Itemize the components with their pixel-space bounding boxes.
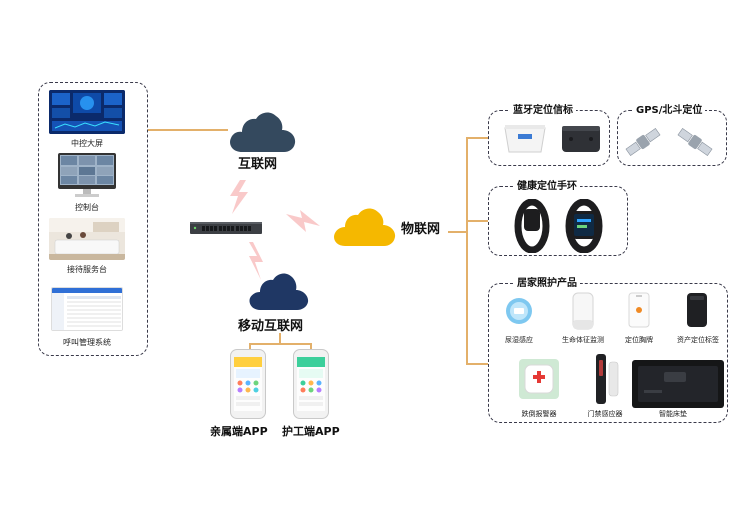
satellite-icon (625, 127, 661, 157)
fall-alarm-icon (519, 359, 559, 399)
home-item-label-wetness: 尿湿感应 (505, 336, 533, 344)
door-sensor-icon (596, 354, 619, 404)
home-item-label-fall-alarm: 跌倒报警器 (521, 410, 557, 418)
home-item-label-door-sensor: 门禁感应器 (587, 410, 623, 418)
clients-panel (38, 82, 148, 356)
connector-mobile-phones-h (249, 343, 311, 345)
network-switch-icon (190, 222, 262, 234)
client-label-big-screen: 中控大屏 (71, 139, 103, 148)
lightning-icon (286, 210, 320, 232)
big-screen-thumbnail (49, 90, 125, 134)
caregiver-app-phone (293, 349, 329, 419)
internet-label: 互联网 (238, 157, 278, 172)
home-item-label-mattress: 智能床垫 (659, 410, 687, 418)
caregiver-app-label: 护工端APP (282, 425, 340, 438)
asset-tag-icon (687, 293, 707, 327)
connector-mobile-phones (279, 333, 281, 343)
health-wristband-group (488, 186, 628, 256)
family-app-phone (230, 349, 266, 419)
health-group-title: 健康定位手环 (514, 177, 580, 192)
iot-label: 物联网 (401, 222, 441, 237)
internet-cloud-icon (230, 112, 296, 152)
call-management-thumbnail (51, 287, 123, 331)
reception-desk-thumbnail (49, 218, 125, 260)
smartwatch-icon (565, 199, 603, 253)
mobile-internet-label: 移动互联网 (238, 319, 304, 334)
connector-mobile-phone-left (249, 343, 251, 349)
home-item-label-vital-signs: 生命体征监测 (562, 336, 604, 344)
lightning-icon (230, 180, 248, 214)
connector-trunk (466, 137, 468, 364)
beacon-black-icon (562, 126, 600, 152)
beacon-white-icon (504, 125, 546, 153)
iot-cloud-icon (334, 208, 396, 246)
home-item-label-asset-tag: 资产定位标签 (677, 336, 719, 344)
home-group-title: 居家照护产品 (514, 274, 580, 289)
home-care-group (488, 283, 728, 423)
lightning-icon (249, 242, 263, 280)
connector-mobile-phone-right (310, 343, 312, 349)
console-monitor-thumbnail (57, 152, 117, 198)
home-item-label-badge: 定位胸牌 (625, 336, 653, 344)
connector-branch-bluetooth (466, 137, 488, 139)
connector-branch-health (466, 220, 488, 222)
mobile-internet-cloud-icon (249, 273, 309, 310)
client-label-console: 控制台 (75, 203, 99, 212)
location-badge-icon (628, 292, 650, 328)
gps-group-title: GPS/北斗定位 (633, 101, 706, 116)
connector-iot-devices (448, 231, 466, 233)
vital-signs-monitor-icon (572, 292, 594, 330)
family-app-label: 亲属端APP (210, 425, 268, 438)
client-label-call-management: 呼叫管理系统 (63, 338, 111, 347)
client-label-reception: 接待服务台 (67, 265, 107, 274)
wristband-icon (514, 199, 550, 253)
connector-branch-home (466, 363, 488, 365)
bluetooth-group-title: 蓝牙定位信标 (510, 101, 576, 116)
wetness-sensor-icon (506, 298, 532, 324)
connector-clients-internet (148, 129, 228, 131)
satellite-icon (677, 127, 713, 157)
smart-mattress-icon (632, 360, 724, 408)
